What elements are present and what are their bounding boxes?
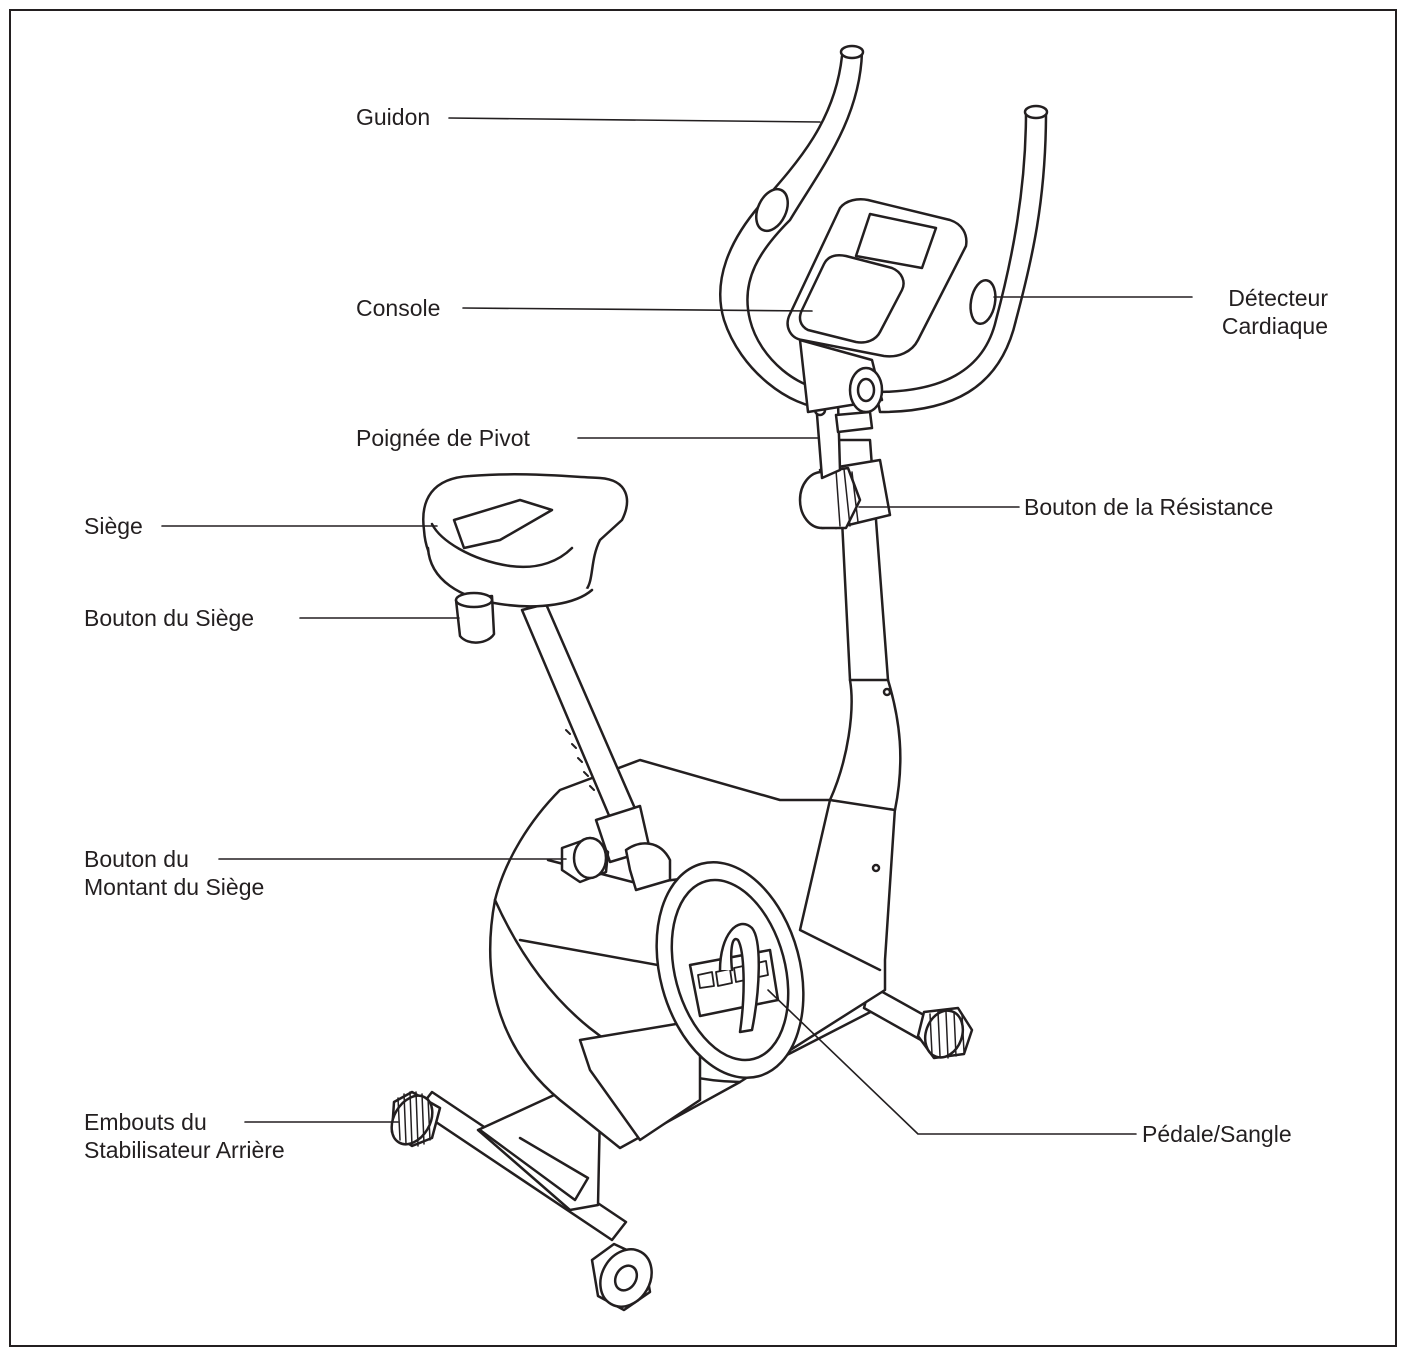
- diagram-frame: [9, 9, 1397, 1347]
- label-detecteur-line-2: Cardiaque: [1221, 313, 1328, 339]
- seat-post: [520, 602, 672, 892]
- label-poignee-pivot: Poignée de Pivot: [356, 425, 530, 451]
- label-embouts-stabilisateur: Embouts du Stabilisateur Arrière: [84, 1108, 285, 1164]
- label-bouton-resistance: Bouton de la Résistance: [1024, 494, 1274, 520]
- pedal-strap: [688, 922, 780, 1034]
- label-bouton-montant-line-2: Montant du Siège: [84, 874, 265, 900]
- label-embouts-line-1: Embouts du: [84, 1109, 207, 1135]
- label-console: Console: [356, 295, 441, 321]
- rear-stabilizer: [416, 1088, 628, 1242]
- label-bouton-montant-siege: Bouton du Montant du Siège: [84, 845, 264, 901]
- resistance-knob: [798, 458, 892, 530]
- leader-lines: [161, 117, 1193, 1135]
- label-detecteur-line-1: Détecteur: [1228, 285, 1328, 311]
- handlebar-right: [874, 104, 1049, 414]
- label-embouts-line-2: Stabilisateur Arrière: [84, 1137, 285, 1163]
- seat: [422, 473, 629, 608]
- label-guidon: Guidon: [356, 104, 431, 130]
- seat-knob: [454, 591, 496, 644]
- console-unit: [786, 198, 968, 414]
- label-detecteur-cardiaque: Détecteur Cardiaque: [1222, 284, 1328, 340]
- upright-column: [828, 438, 902, 873]
- seat-post-knob: [560, 836, 610, 884]
- label-pedale-sangle: Pédale/Sangle: [1142, 1121, 1292, 1147]
- label-siege: Siège: [84, 513, 143, 539]
- label-bouton-siege: Bouton du Siège: [84, 605, 255, 631]
- rear-stabilizer-cap-right: [590, 1242, 653, 1312]
- label-bouton-montant-line-1: Bouton du: [84, 846, 189, 872]
- rear-stabilizer-cap-left: [390, 1090, 442, 1148]
